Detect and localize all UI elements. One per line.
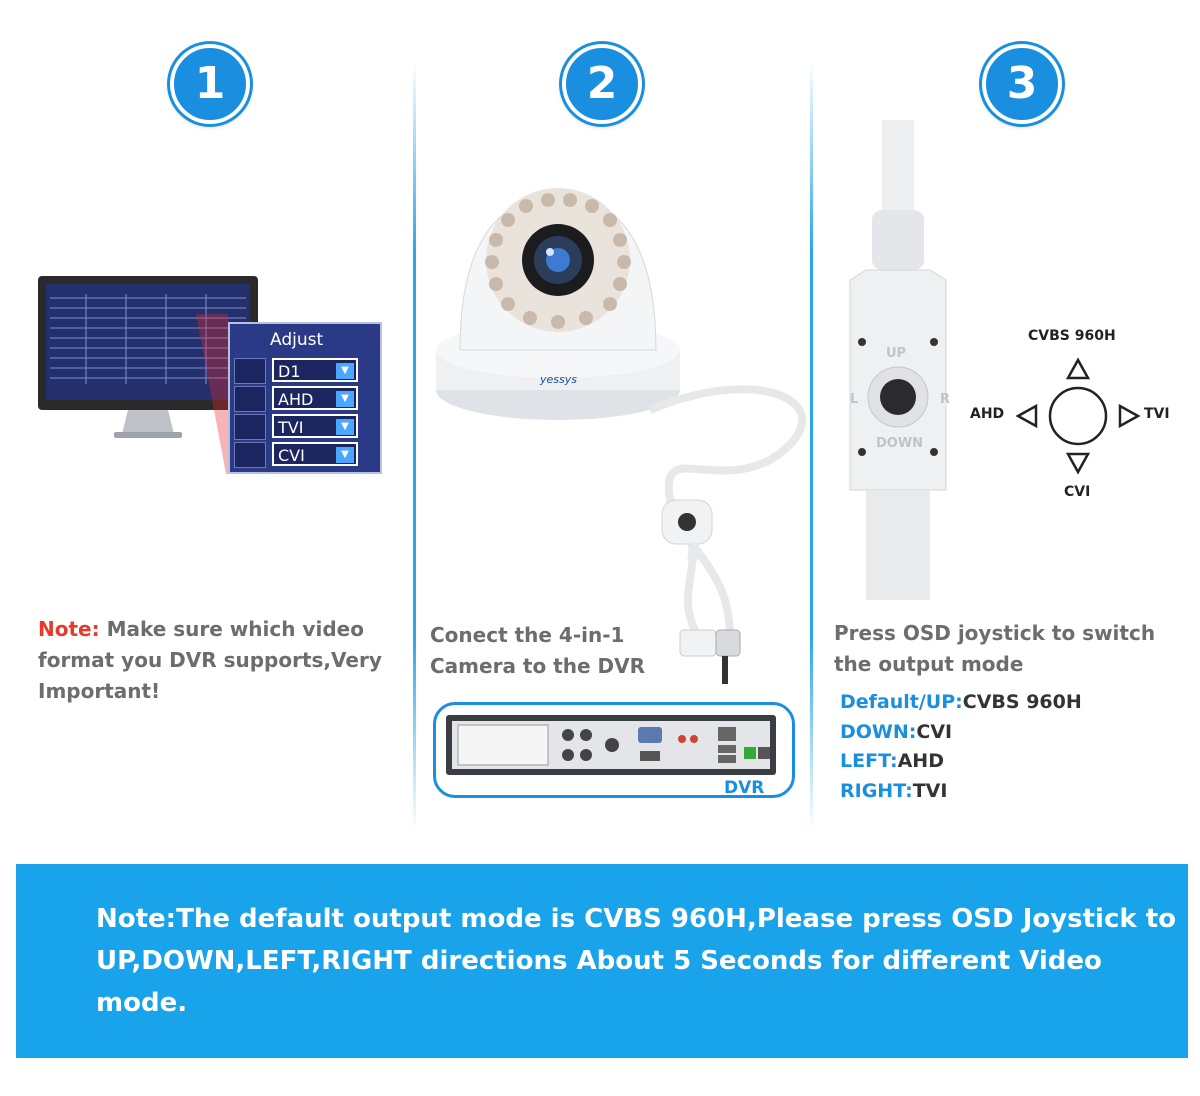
caption-line-2: Camera to the DVR	[430, 654, 645, 678]
chevron-down-icon: ▼	[336, 391, 354, 407]
cable-label-left: L	[850, 392, 859, 407]
panel3-caption: Press OSD joystick to switch the output …	[834, 618, 1184, 680]
arrow-left-icon	[1015, 403, 1038, 429]
mode-key: DOWN:	[840, 721, 917, 743]
camera-brand: yessys	[540, 373, 577, 386]
arrow-down-icon	[1065, 452, 1091, 475]
joystick-diagram	[1015, 357, 1141, 475]
note-banner: Note:The default output mode is CVBS 960…	[16, 864, 1188, 1058]
cable-label-down: DOWN	[876, 436, 924, 451]
adjust-menu: Adjust D1 ▼ AHD ▼ TVI ▼ CVI ▼	[228, 322, 382, 474]
adjust-row-marker	[234, 386, 266, 412]
panel2-caption: Conect the 4-in-1 Camera to the DVR	[430, 620, 800, 682]
caption-line-1: Conect the 4-in-1	[430, 623, 625, 647]
adjust-row-marker	[234, 358, 266, 384]
adjust-option-label: AHD	[278, 390, 314, 409]
osd-cable-illustration	[840, 120, 960, 600]
mode-key: LEFT:	[840, 750, 898, 772]
banner-text: Note:The default output mode is CVBS 960…	[96, 904, 1177, 1018]
mode-down: DOWN:CVI	[840, 721, 952, 743]
joystick-center-icon	[1048, 386, 1108, 446]
mode-key: RIGHT:	[840, 780, 913, 802]
joystick-label-right: TVI	[1144, 406, 1170, 422]
mode-value: CVBS 960H	[962, 691, 1082, 713]
adjust-row-marker	[234, 442, 266, 468]
caption-line-2: the output mode	[834, 652, 1024, 676]
adjust-row-marker	[234, 414, 266, 440]
mode-default-up: Default/UP:CVBS 960H	[840, 691, 1082, 713]
arrow-up-icon	[1065, 357, 1091, 380]
mode-right: RIGHT:TVI	[840, 780, 947, 802]
mode-value: AHD	[897, 750, 944, 772]
dome-camera-illustration	[430, 180, 810, 700]
adjust-option-label: CVI	[278, 446, 305, 465]
chevron-down-icon: ▼	[336, 419, 354, 435]
step-1-badge: 1	[170, 44, 250, 124]
osd-cable-icon	[849, 120, 947, 600]
dome-camera-icon	[436, 188, 807, 684]
step-2-badge: 2	[562, 44, 642, 124]
joystick-label-down: CVI	[1064, 484, 1091, 500]
adjust-option-d1[interactable]: D1 ▼	[272, 358, 358, 382]
note-prefix: Note:	[38, 617, 100, 641]
dvr-label: DVR	[724, 778, 765, 798]
adjust-menu-title: Adjust	[270, 330, 324, 350]
mode-left: LEFT:AHD	[840, 750, 944, 772]
cable-label-right: R	[940, 392, 951, 407]
note-line-3: Important!	[38, 679, 161, 703]
mode-value: TVI	[912, 780, 948, 802]
adjust-option-cvi[interactable]: CVI ▼	[272, 442, 358, 466]
dvr-device-icon	[446, 715, 776, 775]
joystick-label-left: AHD	[970, 406, 1005, 422]
mode-value: CVI	[916, 721, 953, 743]
note-line-2: format you DVR supports,Very	[38, 648, 382, 672]
note-line-1: Make sure which video	[99, 617, 364, 641]
joystick-label-up: CVBS 960H	[1028, 328, 1116, 344]
arrow-right-icon	[1118, 403, 1141, 429]
adjust-option-ahd[interactable]: AHD ▼	[272, 386, 358, 410]
column-divider-left	[413, 60, 416, 830]
chevron-down-icon: ▼	[336, 447, 354, 463]
step-3-badge: 3	[982, 44, 1062, 124]
caption-line-1: Press OSD joystick to switch	[834, 621, 1156, 645]
adjust-option-tvi[interactable]: TVI ▼	[272, 414, 358, 438]
dvr-frame	[433, 702, 795, 798]
adjust-option-label: TVI	[278, 418, 304, 437]
panel1-note: Note: Make sure which video format you D…	[38, 614, 398, 707]
cable-label-up: UP	[886, 346, 907, 361]
chevron-down-icon: ▼	[336, 363, 354, 379]
adjust-option-label: D1	[278, 362, 301, 381]
column-divider-right	[810, 60, 813, 830]
mode-key: Default/UP:	[840, 691, 963, 713]
